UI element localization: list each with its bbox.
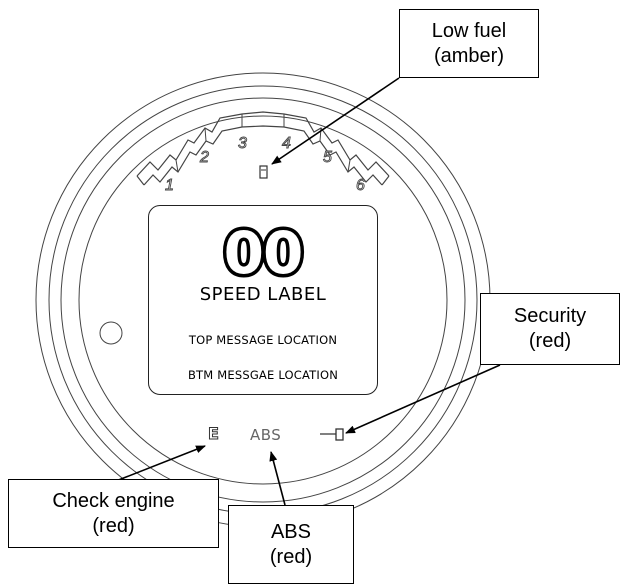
tach-number-6: 6 [356, 177, 365, 194]
top-message: TOP MESSAGE LOCATION [188, 333, 338, 347]
key-icon [320, 428, 344, 441]
bottom-message: BTM MESSGAE LOCATION [187, 368, 339, 382]
speed-readout: 00 [220, 217, 307, 290]
callout-security: Security (red) [480, 293, 620, 365]
callout-low-fuel: Low fuel (amber) [399, 9, 539, 78]
leader-abs [269, 451, 286, 506]
callout-abs-line2: (red) [269, 545, 313, 568]
bezel-inner-ring [60, 97, 466, 503]
abs-indicator: ABS [250, 426, 282, 444]
callout-check-engine: Check engine (red) [8, 479, 219, 548]
tach-divider [204, 127, 207, 142]
speed-label: SPEED LABEL [199, 284, 327, 305]
tach-number-4: 4 [282, 135, 291, 152]
callout-security-line1: Security [513, 305, 587, 327]
callout-abs: ABS (red) [228, 505, 354, 584]
check-engine-icon: E [208, 424, 220, 444]
callout-low-fuel-line1: Low fuel [431, 19, 507, 42]
callout-security-line2: (red) [528, 330, 572, 352]
leader-check-engine [115, 445, 206, 482]
callout-check-engine-line1: Check engine [52, 489, 175, 512]
dial-face-ring [78, 115, 448, 485]
callout-abs-line1: ABS [270, 520, 311, 543]
tach-number-1: 1 [165, 177, 174, 194]
leader-low-fuel [271, 77, 400, 165]
tach-number-2: 2 [199, 149, 209, 166]
tach-divider [319, 127, 322, 142]
lcd-display: 00 SPEED LABEL TOP MESSAGE LOCATION BTM … [148, 205, 378, 395]
fuel-pump-icon [259, 165, 268, 179]
callout-check-engine-line2: (red) [92, 514, 135, 537]
tach-arc-outer [136, 111, 390, 177]
mounting-hole [99, 321, 123, 345]
tach-number-5: 5 [323, 149, 332, 166]
tach-arc-inner [143, 125, 383, 186]
tach-divider [381, 175, 390, 186]
tach-divider [347, 159, 351, 173]
leader-security [345, 364, 501, 434]
tach-divider [175, 159, 179, 173]
tach-number-3: 3 [238, 135, 247, 152]
callout-low-fuel-line2: (amber) [433, 44, 504, 67]
tach-divider [136, 175, 145, 186]
